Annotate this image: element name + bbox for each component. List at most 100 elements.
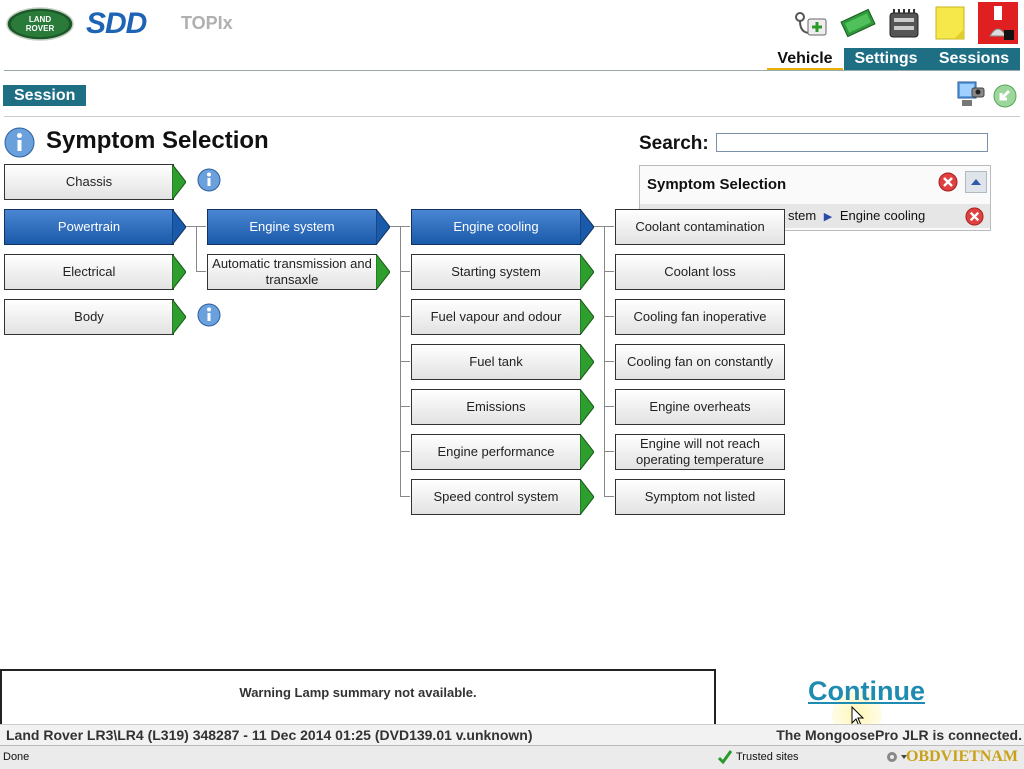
subsystem-starting-system[interactable]: Starting system bbox=[411, 254, 581, 290]
tree-connector bbox=[400, 271, 410, 272]
category-chassis[interactable]: Chassis bbox=[4, 164, 174, 200]
warning-lamp-summary: Warning Lamp summary not available. bbox=[0, 669, 716, 725]
status-bar bbox=[0, 724, 1024, 745]
category-powertrain[interactable]: Powertrain bbox=[4, 209, 174, 245]
subsystem-emissions[interactable]: Emissions bbox=[411, 389, 581, 425]
expand-arrow-icon bbox=[580, 434, 594, 470]
recorder-icon[interactable] bbox=[886, 3, 922, 43]
land-rover-logo: LAND ROVER bbox=[6, 7, 74, 41]
info-icon[interactable] bbox=[197, 168, 221, 192]
vehicle-info: Land Rover LR3\LR4 (L319) 348287 - 11 De… bbox=[6, 727, 533, 743]
tree-connector bbox=[400, 406, 410, 407]
tree-connector bbox=[604, 271, 614, 272]
system-engine-system[interactable]: Engine system bbox=[207, 209, 377, 245]
sticky-note-icon[interactable] bbox=[932, 3, 968, 43]
panel-title: Symptom Selection bbox=[647, 176, 787, 193]
connection-status: The MongoosePro JLR is connected. bbox=[776, 727, 1022, 743]
subsystem-speed-control[interactable]: Speed control system bbox=[411, 479, 581, 515]
symptom-cooling-fan-on-constantly[interactable]: Cooling fan on constantly bbox=[615, 344, 785, 380]
security-zone: Trusted sites bbox=[736, 751, 799, 763]
expand-arrow-icon bbox=[172, 254, 186, 290]
tab-vehicle[interactable]: Vehicle bbox=[767, 48, 843, 71]
expand-arrow-icon bbox=[172, 299, 186, 335]
section-divider bbox=[4, 116, 1020, 117]
expand-arrow-icon bbox=[172, 164, 186, 200]
tree-connector bbox=[400, 361, 410, 362]
svg-text:LAND: LAND bbox=[29, 15, 51, 24]
expand-arrow-icon bbox=[580, 389, 594, 425]
emergency-stop-icon[interactable] bbox=[978, 2, 1018, 44]
remove-crumb-icon[interactable] bbox=[965, 207, 984, 226]
symptom-label: Coolant loss bbox=[664, 264, 736, 279]
symptom-engine-overheats[interactable]: Engine overheats bbox=[615, 389, 785, 425]
category-electrical[interactable]: Electrical bbox=[4, 254, 174, 290]
stethoscope-kit-icon[interactable] bbox=[792, 3, 828, 43]
session-label: Session bbox=[3, 85, 86, 106]
subsystem-label: Engine cooling bbox=[453, 219, 539, 234]
expand-arrow-icon bbox=[376, 209, 390, 245]
subsystem-fuel-vapour[interactable]: Fuel vapour and odour bbox=[411, 299, 581, 335]
symptom-not-listed[interactable]: Symptom not listed bbox=[615, 479, 785, 515]
expand-arrow-icon bbox=[580, 209, 594, 245]
browser-status-bar: Done Trusted sites OBDVIETNAM bbox=[0, 745, 1024, 769]
breadcrumb-partial: stem bbox=[788, 208, 817, 223]
browser-status-text: Done bbox=[3, 751, 30, 763]
expand-arrow-icon bbox=[172, 209, 186, 245]
category-label: Chassis bbox=[65, 174, 113, 189]
search-label: Search: bbox=[639, 133, 709, 154]
subsystem-label: Starting system bbox=[451, 264, 541, 279]
expand-arrow-icon bbox=[580, 254, 594, 290]
tree-connector bbox=[400, 316, 410, 317]
header-divider bbox=[4, 70, 1020, 71]
tree-connector bbox=[604, 406, 614, 407]
green-notes-icon[interactable] bbox=[840, 3, 876, 43]
tree-connector bbox=[400, 451, 410, 452]
svg-text:ROVER: ROVER bbox=[26, 24, 55, 33]
symptom-engine-not-reach-temp[interactable]: Engine will not reach operating temperat… bbox=[615, 434, 785, 470]
symptom-label: Cooling fan on constantly bbox=[627, 354, 773, 369]
symptom-label: Symptom not listed bbox=[644, 489, 756, 504]
symptom-label: Engine overheats bbox=[649, 399, 751, 414]
green-arrow-icon[interactable] bbox=[992, 84, 1018, 108]
system-label: Engine system bbox=[249, 219, 335, 234]
symptom-label: Engine will not reach operating temperat… bbox=[636, 436, 764, 467]
tree-connector bbox=[604, 316, 614, 317]
checkmark-icon bbox=[718, 750, 732, 765]
symptom-label: Cooling fan inoperative bbox=[633, 309, 767, 324]
collapse-button[interactable] bbox=[965, 171, 987, 193]
search-input[interactable] bbox=[716, 133, 988, 152]
system-automatic-transmission[interactable]: Automatic transmission and transaxle bbox=[207, 254, 377, 290]
tree-connector bbox=[604, 361, 614, 362]
subsystem-fuel-tank[interactable]: Fuel tank bbox=[411, 344, 581, 380]
expand-arrow-icon bbox=[580, 479, 594, 515]
tree-connector bbox=[604, 451, 614, 452]
tree-connector bbox=[400, 496, 410, 497]
breadcrumb-current: Engine cooling bbox=[839, 208, 926, 223]
symptom-coolant-contamination[interactable]: Coolant contamination bbox=[615, 209, 785, 245]
subsystem-label: Emissions bbox=[466, 399, 526, 414]
category-label: Powertrain bbox=[57, 219, 121, 234]
subsystem-engine-cooling[interactable]: Engine cooling bbox=[411, 209, 581, 245]
tab-sessions[interactable]: Sessions bbox=[928, 48, 1020, 70]
chevron-up-icon bbox=[971, 179, 981, 185]
breadcrumb-text: stem ▶ Engine cooling bbox=[788, 208, 925, 223]
symptom-cooling-fan-inoperative[interactable]: Cooling fan inoperative bbox=[615, 299, 785, 335]
symptom-coolant-loss[interactable]: Coolant loss bbox=[615, 254, 785, 290]
app-name: SDD bbox=[86, 7, 147, 40]
tree-connector bbox=[196, 226, 197, 271]
tree-connector bbox=[196, 271, 206, 272]
category-body[interactable]: Body bbox=[4, 299, 174, 335]
expand-arrow-icon bbox=[580, 299, 594, 335]
close-icon[interactable] bbox=[938, 172, 958, 192]
info-icon[interactable] bbox=[197, 303, 221, 327]
tab-settings[interactable]: Settings bbox=[844, 48, 928, 70]
category-label: Electrical bbox=[62, 264, 116, 279]
module-name: TOPIx bbox=[181, 13, 233, 33]
expand-arrow-icon bbox=[376, 254, 390, 290]
computer-camera-icon[interactable] bbox=[956, 78, 986, 110]
watermark: OBDVIETNAM bbox=[905, 748, 1018, 765]
settings-gear-icon[interactable] bbox=[884, 749, 908, 765]
subsystem-label: Engine performance bbox=[437, 444, 555, 459]
subsystem-engine-performance[interactable]: Engine performance bbox=[411, 434, 581, 470]
continue-link[interactable]: Continue bbox=[808, 676, 925, 706]
